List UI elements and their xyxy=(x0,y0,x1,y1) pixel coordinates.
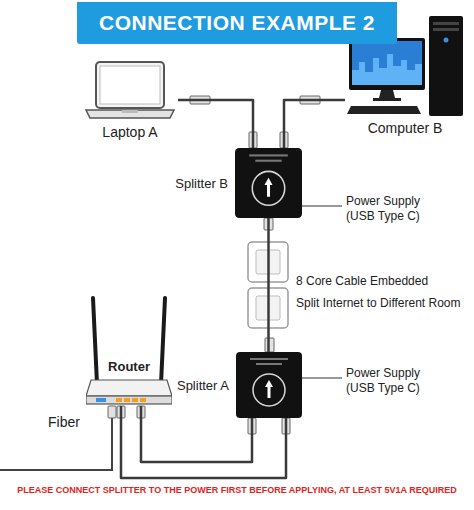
antenna xyxy=(93,298,97,384)
cable-line xyxy=(178,100,253,148)
fiber-line xyxy=(0,406,112,470)
device-label: Splitter A xyxy=(176,378,230,393)
device-label: Router xyxy=(106,358,152,376)
leader-line xyxy=(302,378,342,379)
splitter-box: Splitter A xyxy=(236,352,302,418)
router-icon xyxy=(86,376,172,406)
laptop-node: Laptop A xyxy=(82,60,178,140)
icon-holder xyxy=(86,376,172,406)
splitter-icon xyxy=(236,352,302,418)
plug xyxy=(108,406,116,418)
device-label: Computer B xyxy=(366,120,445,136)
cable-line xyxy=(141,406,252,462)
fiber-label: Fiber xyxy=(48,414,98,432)
cable-line xyxy=(267,218,270,352)
device-label: Laptop A xyxy=(100,124,159,140)
cable-line xyxy=(284,100,345,148)
splitter-icon xyxy=(235,148,302,218)
cable-label: 8 Core Cable Embedded xyxy=(296,274,471,289)
warning-note: PLEASE CONNECT SPLITTER TO THE POWER FIR… xyxy=(8,485,466,496)
laptop-icon xyxy=(82,60,178,122)
icon-holder xyxy=(82,60,178,122)
power-label: Power Supply (USB Type C) xyxy=(346,194,442,224)
device-label: Splitter B xyxy=(174,176,229,191)
power-label: Power Supply (USB Type C) xyxy=(346,366,442,396)
router-antenna xyxy=(93,298,165,384)
antenna xyxy=(161,298,165,384)
splitter-box: Splitter B xyxy=(235,148,302,218)
leader-line xyxy=(302,206,342,207)
router-node: Router xyxy=(86,358,172,406)
title-banner: CONNECTION EXAMPLE 2 xyxy=(77,2,397,44)
cable-label: Split Internet to Different Room xyxy=(296,296,471,311)
